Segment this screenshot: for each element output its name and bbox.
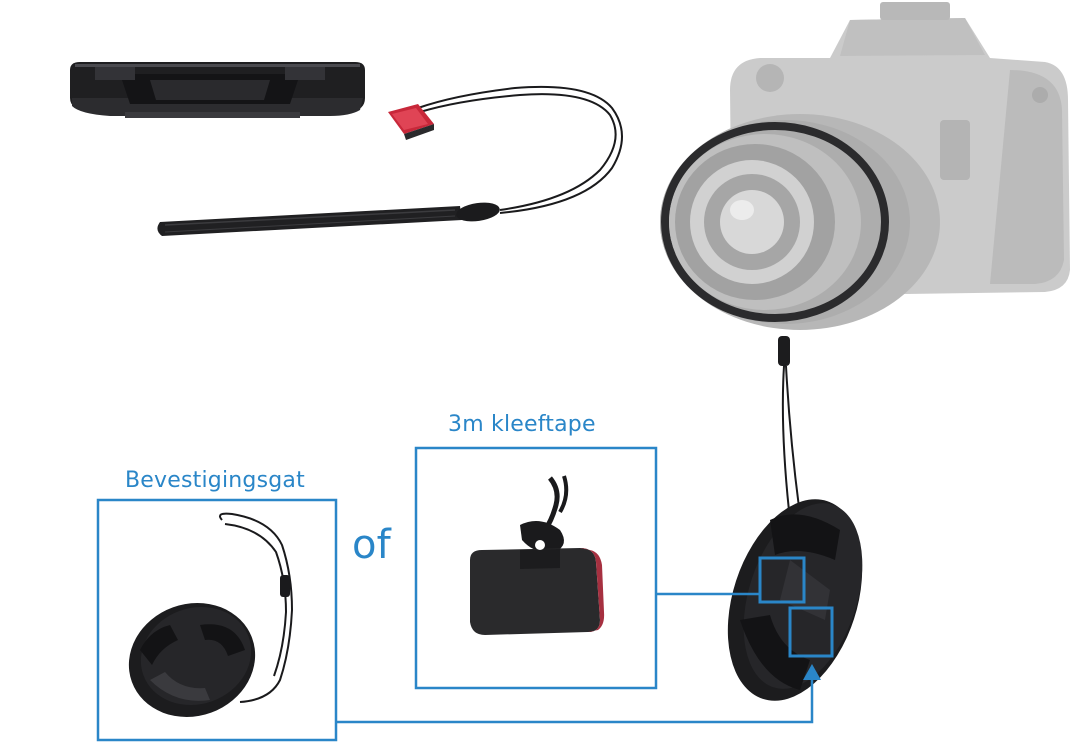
attachment-hole-label: Bevestigingsgat	[125, 468, 305, 493]
lanyard-strap	[157, 85, 623, 236]
highlight-box-tape	[758, 556, 806, 604]
adhesive-tape-label: 3m kleeftape	[448, 412, 596, 437]
connector-arrowhead	[803, 664, 821, 680]
attachment-hole-box	[96, 498, 338, 742]
or-label: of	[352, 522, 391, 568]
highlight-box-hole	[788, 606, 834, 658]
adhesive-tape-box	[414, 446, 658, 690]
lens-cap-side-view	[70, 62, 365, 118]
lens-cap-with-loop	[128, 512, 294, 717]
connector-hole-line	[336, 670, 814, 724]
camera-illustration	[660, 2, 1070, 330]
hanging-lens-cap	[727, 499, 863, 701]
adhesive-tape-piece	[470, 475, 605, 635]
red-tape-piece	[388, 104, 434, 140]
